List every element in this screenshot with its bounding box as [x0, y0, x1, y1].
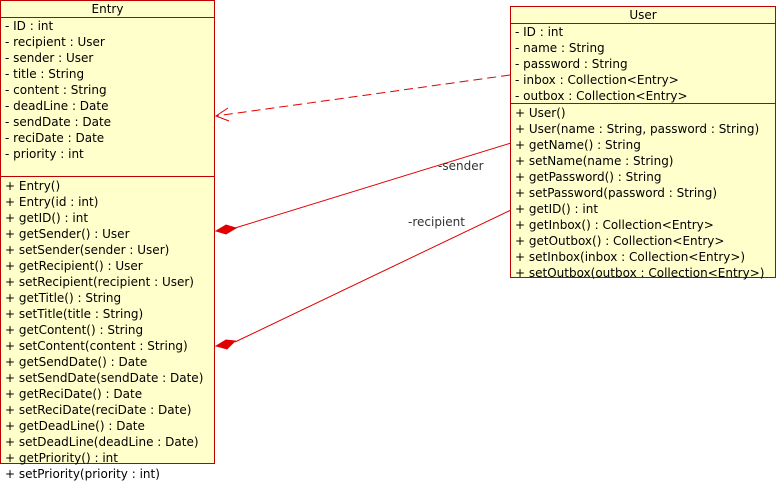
recipient-association-line [234, 209, 512, 343]
user-operation: + setOutbox(outbox : Collection<Entry>) [515, 266, 765, 280]
entry-attribute: - priority : int [5, 147, 84, 161]
user-operation: + getID() : int [515, 202, 599, 216]
entry-operation: + setDeadLine(deadLine : Date) [5, 435, 199, 449]
entry-operation: + setReciDate(reciDate : Date) [5, 403, 192, 417]
entry-operation: + getRecipient() : User [5, 259, 143, 273]
entry-class-name: Entry [1, 1, 214, 18]
entry-attribute: - content : String [5, 83, 107, 97]
user-attributes: - ID : int - name : String - password : St… [511, 24, 775, 104]
user-attribute: - inbox : Collection<Entry> [515, 73, 679, 87]
entry-operation: + getPriority() : int [5, 451, 118, 465]
entry-operation: + Entry(id : int) [5, 195, 99, 209]
user-operation: + setPassword(password : String) [515, 186, 718, 200]
entry-attribute: - reciDate : Date [5, 131, 105, 145]
entry-operation: + getTitle() : String [5, 291, 122, 305]
entry-operation: + setRecipient(recipient : User) [5, 275, 194, 289]
entry-attribute: - recipient : User [5, 35, 105, 49]
user-operation: + getOutbox() : Collection<Entry> [515, 234, 725, 248]
entry-attribute: - sendDate : Date [5, 115, 112, 129]
user-attribute: - password : String [515, 57, 628, 71]
user-attribute: - outbox : Collection<Entry> [515, 89, 688, 103]
entry-operation: + setTitle(title : String) [5, 307, 144, 321]
entry-operation: + getReciDate() : Date [5, 387, 143, 401]
sender-composition-diamond [214, 224, 238, 235]
recipient-role-label: -recipient [408, 215, 465, 229]
entry-operation: + Entry() [5, 179, 61, 193]
entry-operation: + getID() : int [5, 211, 89, 225]
user-operation: + User(name : String, password : String) [515, 122, 760, 136]
entry-operation: + getSendDate() : Date [5, 355, 148, 369]
entry-operation: + getSender() : User [5, 227, 130, 241]
entry-class-box[interactable]: Entry - ID : int - recipient : User - send… [0, 0, 215, 481]
entry-operation: + getDeadLine() : Date [5, 419, 145, 433]
entry-operation: + setPriority(priority : int) [5, 467, 160, 481]
entry-operations: + Entry() + Entry(id : int) + getID() : in… [1, 177, 214, 482]
sender-association-line [234, 142, 512, 229]
user-operation: + setName(name : String) [515, 154, 674, 168]
entry-attribute: - ID : int [5, 19, 54, 33]
user-operation: + setInbox(inbox : Collection<Entry>) [515, 250, 746, 264]
user-class-name: User [511, 7, 775, 24]
entry-operation: + setSender(sender : User) [5, 243, 170, 257]
association-links [214, 74, 512, 350]
user-operations: + User() + User(name : String, password :… [511, 104, 775, 281]
entry-operation: + getContent() : String [5, 323, 144, 337]
entry-attribute: - title : String [5, 67, 85, 81]
dependency-arrowhead [214, 107, 230, 122]
entry-operation: + setSendDate(sendDate : Date) [5, 371, 204, 385]
user-operation: + getInbox() : Collection<Entry> [515, 218, 714, 232]
sender-role-label: -sender [438, 159, 484, 173]
user-class-box[interactable]: User - ID : int - name : String - password… [510, 6, 776, 281]
user-attribute: - ID : int [515, 25, 564, 39]
entry-operation: + setContent(content : String) [5, 339, 188, 353]
entry-attributes: - ID : int - recipient : User - sender : U… [1, 18, 214, 177]
user-operation: + User() [515, 106, 566, 120]
user-operation: + getName() : String [515, 138, 641, 152]
user-attribute: - name : String [515, 41, 605, 55]
entry-attribute: - deadLine : Date [5, 99, 109, 113]
entry-attribute: - sender : User [5, 51, 94, 65]
user-operation: + getPassword() : String [515, 170, 662, 184]
dependency-line [215, 74, 511, 117]
recipient-composition-diamond [214, 339, 237, 350]
